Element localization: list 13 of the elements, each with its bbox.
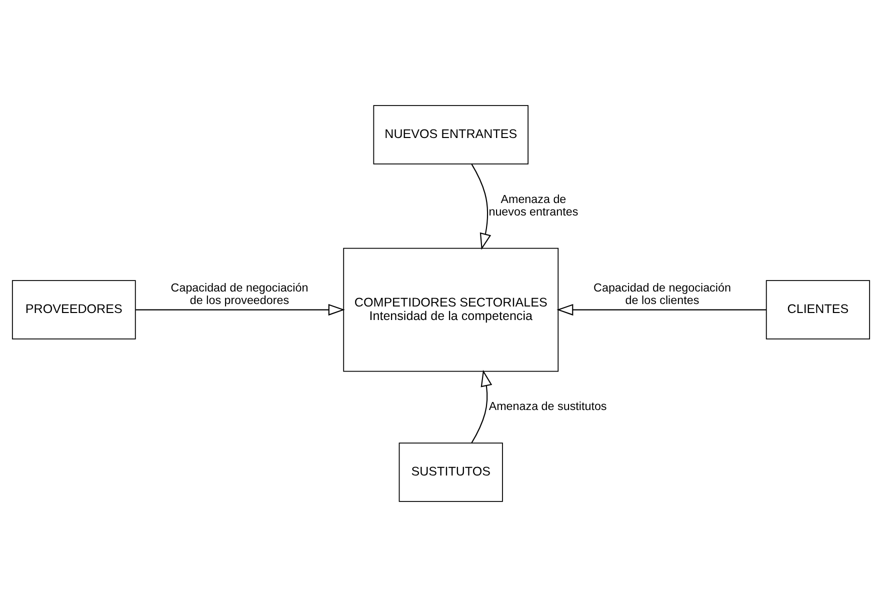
- node-box: PROVEEDORES: [12, 280, 136, 339]
- edge-label: Capacidad de negociación de los proveedores: [170, 280, 308, 306]
- edge-label: Capacidad de negociación de los clientes: [594, 280, 731, 306]
- node-box: COMPETIDORES SECTORIALES Intensidad de la competencia: [343, 247, 559, 372]
- edge-label: Amenaza de nuevos entrantes: [488, 192, 578, 218]
- edge-label: Amenaza de sustitutos: [488, 400, 607, 413]
- arrow: [136, 304, 345, 316]
- arrow: [471, 369, 492, 443]
- node-box: NUEVOS ENTRANTES: [373, 104, 528, 164]
- node-box: SUSTITUTOS: [398, 442, 503, 502]
- node-box: CLIENTES: [766, 280, 870, 339]
- arrow: [471, 163, 492, 250]
- arrow: [556, 304, 766, 316]
